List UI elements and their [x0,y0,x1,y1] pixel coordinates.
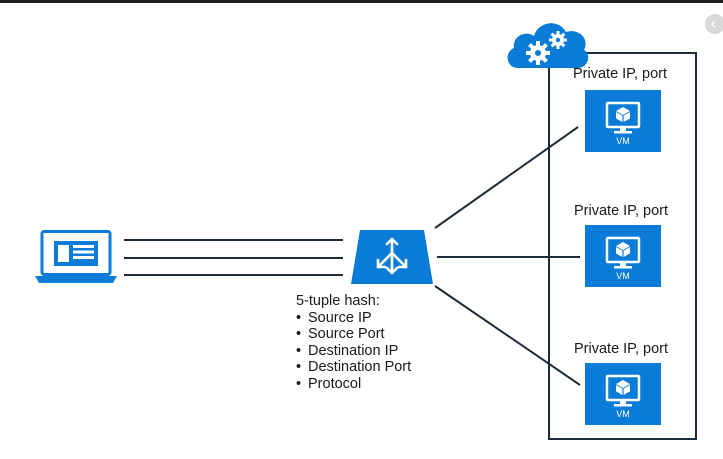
vm-label: VM [616,271,630,281]
vm-tile-2: VM [585,225,661,287]
hash-item-source-ip: Source IP [296,310,411,327]
backend-label-2: Private IP, port [574,203,669,219]
hash-item-destination-port: Destination Port [296,359,411,376]
backend-link-3 [434,285,581,386]
backend-label-1: Private IP, port [573,66,668,82]
cloud-gears-icon [507,23,589,68]
laptop-icon [35,230,117,283]
chevron-left-icon: ‹ [710,14,717,33]
vm-tile-3: VM [585,363,661,425]
hash-list: Source IP Source Port Destination IP Des… [296,310,411,393]
vm-monitor-icon [605,374,641,407]
hash-title: 5-tuple hash: [296,293,380,309]
vm-monitor-icon [605,101,641,134]
backend-label-3: Private IP, port [574,341,669,357]
vm-label: VM [616,136,630,146]
vm-tile-1: VM [585,90,661,152]
scroll-left-button[interactable]: ‹ [705,14,723,34]
vm-monitor-icon [605,236,641,269]
top-bar [0,0,723,3]
backend-link-1 [434,126,579,229]
hash-item-destination-ip: Destination IP [296,343,411,360]
hash-item-protocol: Protocol [296,376,411,393]
load-balancer-icon [351,230,433,284]
vm-label: VM [616,409,630,419]
hash-item-source-port: Source Port [296,326,411,343]
hash-description: 5-tuple hash: Source IP Source Port Dest… [296,293,411,392]
backend-pool [548,52,697,440]
